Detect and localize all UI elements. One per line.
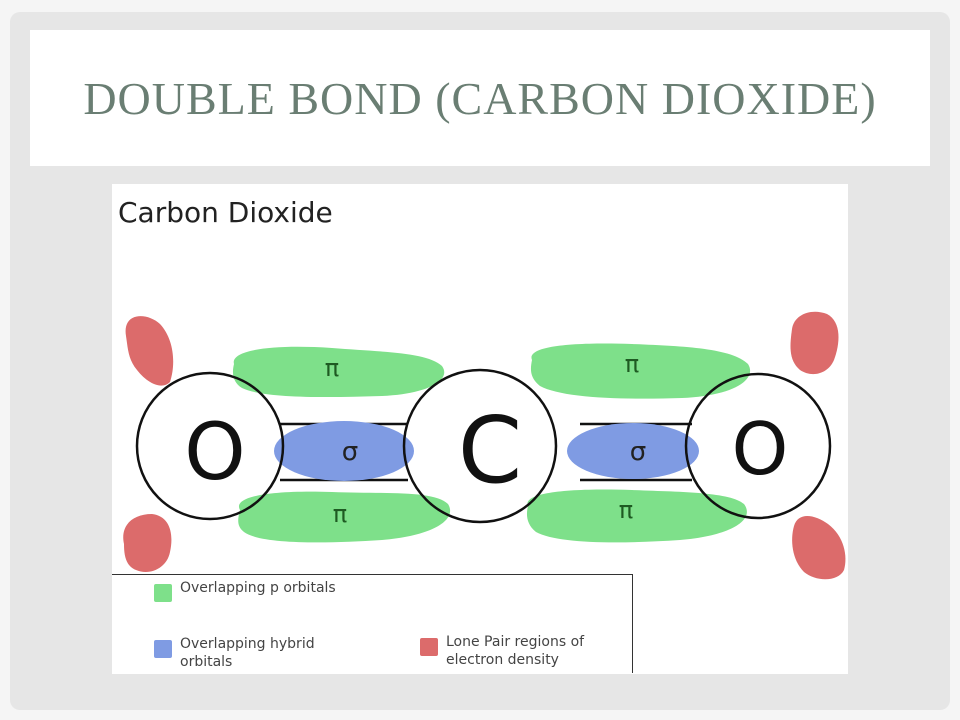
atom-circle-right-oxygen [684, 372, 832, 520]
sigma-orbital-left [274, 421, 414, 481]
pi-label-top-right: π [625, 350, 639, 378]
legend-label-p-orbitals: Overlapping p orbitals [180, 580, 336, 596]
lone-pair-top-right [790, 311, 839, 375]
pi-label-top-left: π [325, 354, 339, 382]
atom-circle-carbon [402, 368, 558, 524]
pi-orbital-bottom-right [526, 489, 747, 543]
pi-label-bottom-left: π [333, 500, 347, 528]
sigma-label-right: σ [630, 437, 646, 467]
legend-swatch-green [154, 584, 172, 602]
sigma-orbital-right [567, 423, 699, 479]
legend-label-lone-pair: Lone Pair regions of electron density [446, 634, 585, 668]
lone-pair-bottom-right [792, 516, 846, 580]
co2-diagram: Carbon Dioxide O C O σ σ π π π [112, 184, 848, 674]
legend-item-p-orbitals: Overlapping p orbitals [154, 579, 350, 602]
legend: Overlapping p orbitals Overlapping hybri… [112, 574, 633, 673]
pi-orbital-top-left [232, 346, 445, 398]
legend-swatch-blue [154, 640, 172, 658]
atom-symbol-right-oxygen: O [732, 407, 789, 491]
legend-item-hybrid-orbitals: Overlapping hybrid orbitals [154, 635, 350, 671]
pi-orbital-bottom-left [238, 491, 451, 543]
molecule-drawing: O C O σ σ π π π π [123, 311, 846, 580]
pi-orbital-top-right [530, 343, 751, 399]
slide-title: DOUBLE BOND (CARBON DIOXIDE) [83, 72, 877, 124]
lone-pair-bottom-left [123, 514, 172, 572]
atom-circle-left-oxygen [135, 371, 285, 521]
title-box: DOUBLE BOND (CARBON DIOXIDE) [30, 30, 930, 166]
legend-label-hybrid-orbitals: Overlapping hybrid orbitals [180, 636, 315, 670]
lone-pair-top-left [125, 316, 174, 386]
atom-symbol-left-oxygen: O [184, 408, 245, 498]
legend-swatch-red [420, 638, 438, 656]
diagram-title: Carbon Dioxide [118, 196, 333, 229]
atom-symbol-carbon: C [458, 397, 522, 504]
sigma-label-left: σ [342, 437, 358, 467]
pi-label-bottom-right: π [619, 496, 633, 524]
legend-item-lone-pair: Lone Pair regions of electron density [420, 633, 626, 669]
